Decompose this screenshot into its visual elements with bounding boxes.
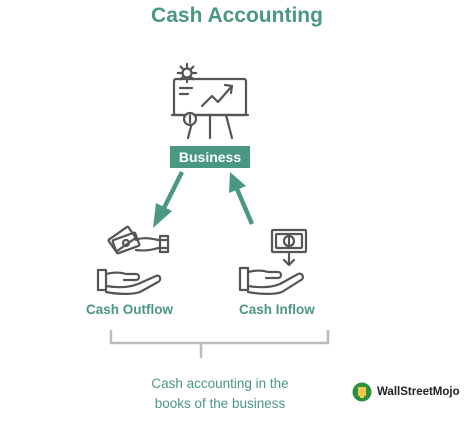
outflow-arrow bbox=[153, 170, 185, 228]
brand-name: WallStreetMojo bbox=[377, 386, 460, 398]
caption-line-1: Cash accounting in the bbox=[151, 376, 289, 391]
cash-inflow-label: Cash Inflow bbox=[239, 302, 315, 317]
diagram-title: Cash Accounting bbox=[151, 4, 323, 27]
caption-line-2: books of the business bbox=[154, 396, 286, 411]
wallstreetmojo-logo-icon bbox=[352, 382, 372, 402]
caption: Cash accounting in the books of the busi… bbox=[120, 374, 320, 414]
hand-giving-money-icon bbox=[96, 225, 170, 295]
presentation-board-icon bbox=[170, 62, 250, 140]
inflow-arrow bbox=[229, 172, 255, 225]
cash-outflow-label: Cash Outflow bbox=[86, 302, 173, 317]
business-node: Business bbox=[170, 146, 250, 168]
hand-receiving-money-icon bbox=[238, 228, 308, 295]
grouping-bracket bbox=[109, 330, 330, 358]
brand-watermark: WallStreetMojo bbox=[352, 382, 460, 402]
